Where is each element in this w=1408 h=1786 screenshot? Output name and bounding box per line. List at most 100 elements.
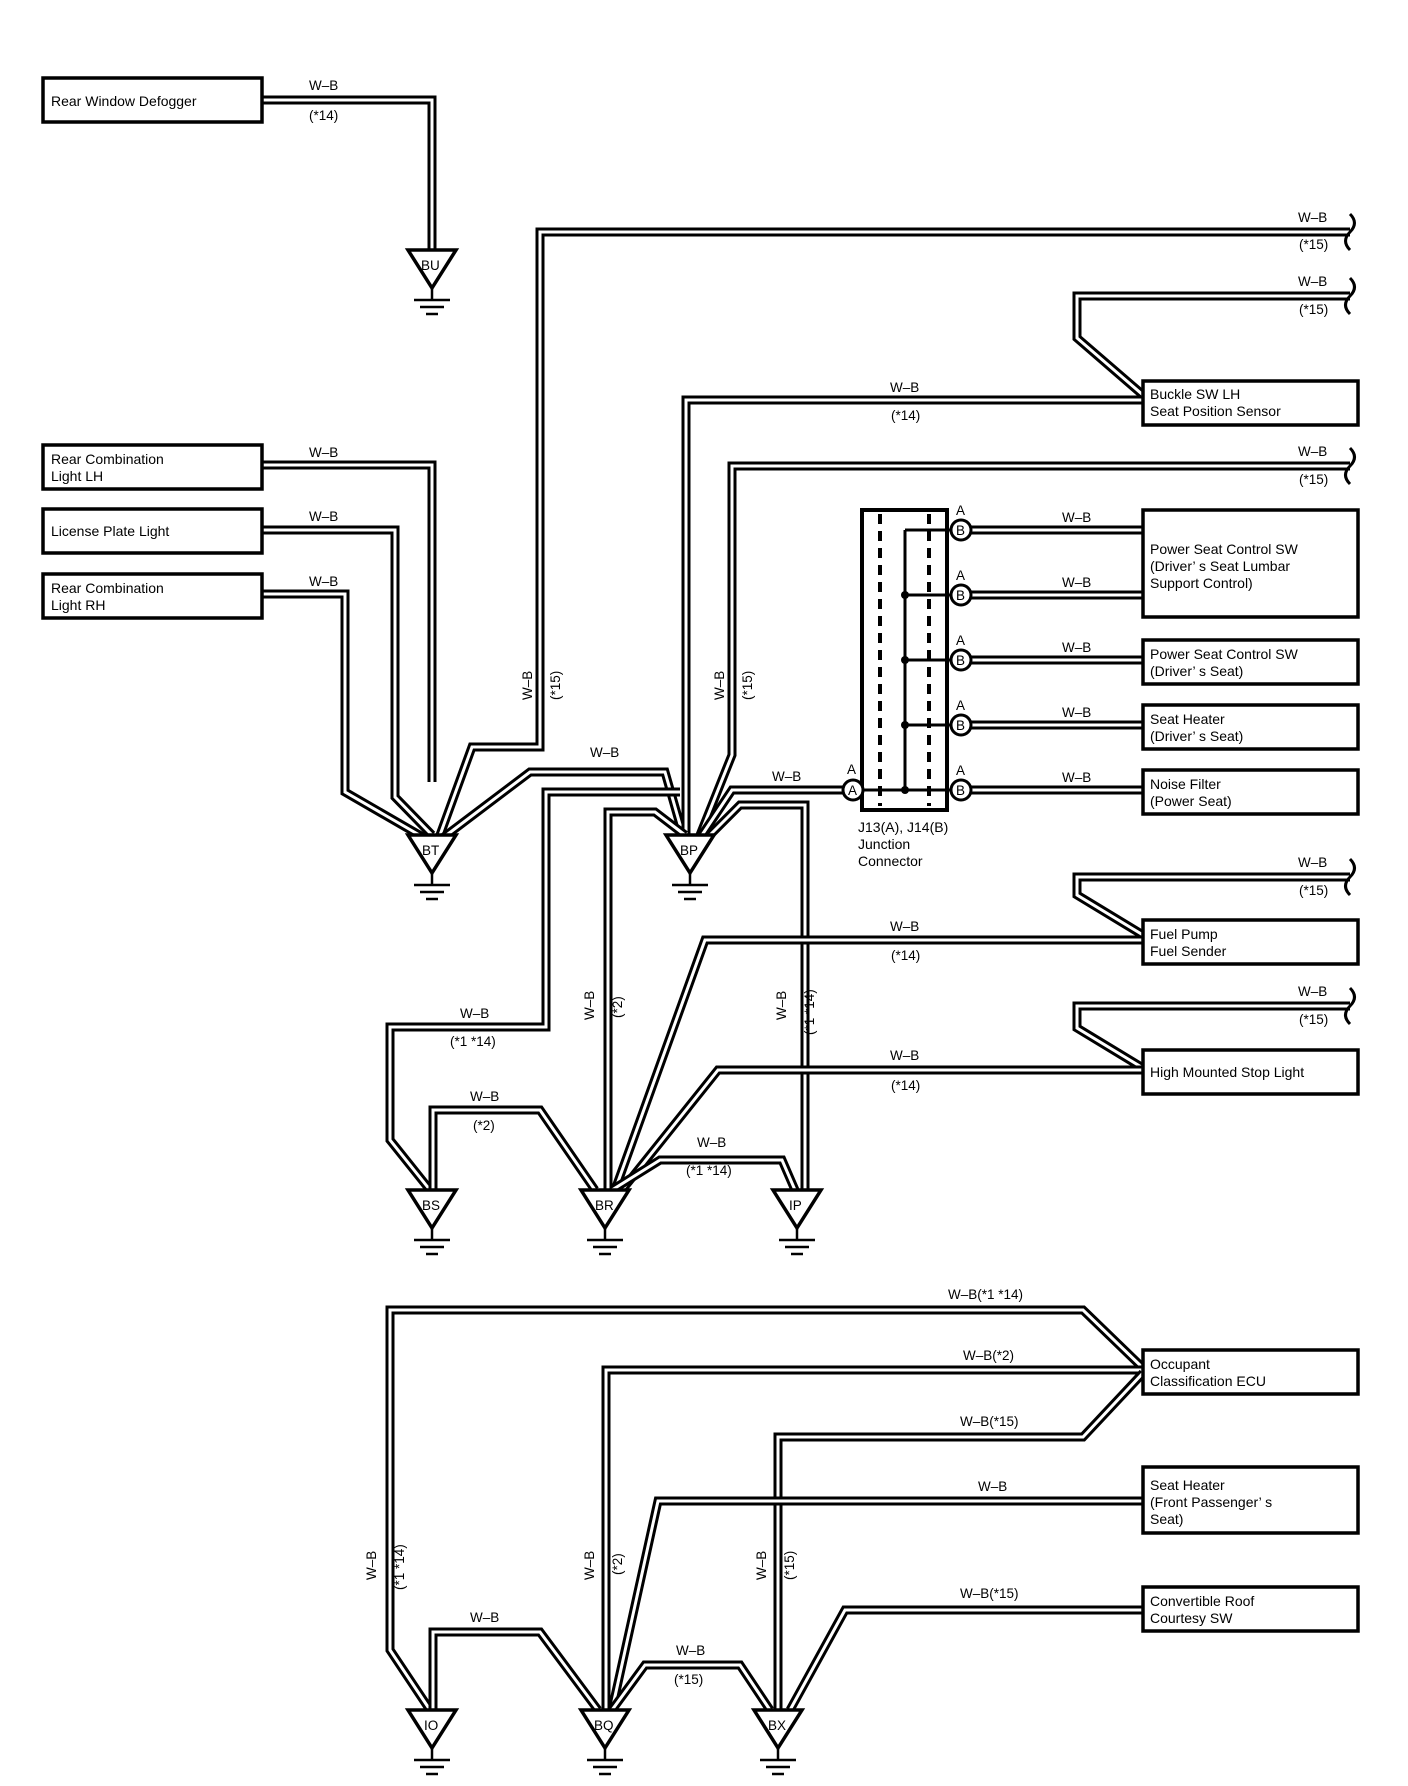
wire-note: (*15) — [548, 671, 563, 700]
junction-connector: A A BA BA BA BA BA J13(A), J14(B) Juncti… — [841, 503, 973, 869]
seat-heater-driver-box: Seat Heater (Driver’ s Seat) — [1141, 703, 1360, 751]
wire-note: (*15) — [674, 1672, 703, 1687]
cut-mark — [1344, 446, 1356, 486]
svg-text:High Mounted Stop Light: High Mounted Stop Light — [1150, 1064, 1304, 1080]
pin-b-4: BA — [949, 698, 973, 737]
wire-label: W–B — [309, 574, 338, 589]
cut-mark — [1344, 276, 1356, 316]
ground-bu-icon: BU — [404, 248, 460, 316]
svg-text:A: A — [956, 568, 965, 583]
wire-labels-vertical: W–B (*15) W–B (*15) W–B (*2) W–B (*1 *14… — [364, 671, 817, 1590]
wire-note: (*1 *14) — [450, 1034, 496, 1049]
wire-label: W–B — [676, 1643, 705, 1658]
wire-label: W–B — [1062, 510, 1091, 525]
svg-text:Seat Position Sensor: Seat Position Sensor — [1150, 403, 1281, 419]
svg-text:Seat): Seat) — [1150, 1511, 1183, 1527]
wire-label: W–B — [890, 1048, 919, 1063]
wire-label: W–B — [520, 671, 535, 700]
wire-label: W–B(*1 *14) — [948, 1287, 1023, 1302]
convertible-roof-sw-box: Convertible Roof Courtesy SW — [1141, 1585, 1360, 1633]
wire-note: (*14) — [891, 408, 920, 423]
svg-text:Seat Heater: Seat Heater — [1150, 711, 1225, 727]
svg-text:Rear Combination: Rear Combination — [51, 451, 164, 467]
svg-text:(Driver’ s Seat): (Driver’ s Seat) — [1150, 663, 1243, 679]
wire-note: (*15) — [1299, 1012, 1328, 1027]
svg-text:IP: IP — [789, 1198, 802, 1213]
svg-text:Power Seat Control SW: Power Seat Control SW — [1150, 646, 1299, 662]
svg-text:A: A — [956, 763, 965, 778]
svg-text:Fuel Sender: Fuel Sender — [1150, 943, 1227, 959]
wire-bt-bp — [437, 767, 688, 844]
svg-text:BP: BP — [680, 843, 698, 858]
svg-text:A: A — [956, 503, 965, 518]
svg-text:B: B — [956, 588, 965, 603]
svg-text:Light LH: Light LH — [51, 468, 103, 484]
wire-note: (*15) — [1299, 883, 1328, 898]
wire-note: (*14) — [309, 108, 338, 123]
wire-label: W–B — [364, 1551, 379, 1580]
wire-note: (*2) — [610, 996, 625, 1018]
svg-text:Classification ECU: Classification ECU — [1150, 1373, 1266, 1389]
svg-text:Convertible Roof: Convertible Roof — [1150, 1593, 1254, 1609]
wire-label: W–B — [1298, 855, 1327, 870]
wire-label: W–B — [754, 1551, 769, 1580]
svg-text:Rear Window Defogger: Rear Window Defogger — [51, 93, 197, 109]
svg-text:A: A — [956, 698, 965, 713]
svg-text:Support Control): Support Control) — [1150, 575, 1253, 591]
wire-label: W–B — [309, 509, 338, 524]
svg-text:A: A — [848, 783, 857, 798]
wire-label: W–B — [1298, 210, 1327, 225]
occupant-ecu-box: Occupant Classification ECU — [1141, 1348, 1360, 1396]
svg-text:BT: BT — [422, 843, 439, 858]
cut-mark — [1344, 857, 1356, 897]
wire-label: W–B — [890, 919, 919, 934]
svg-text:B: B — [956, 718, 965, 733]
rear-combination-light-lh-box: Rear Combination Light LH — [41, 443, 264, 491]
wire-note: (*1 *14) — [392, 1544, 407, 1590]
svg-text:(Driver’ s Seat Lumbar: (Driver’ s Seat Lumbar — [1150, 558, 1290, 574]
svg-text:Buckle SW LH: Buckle SW LH — [1150, 386, 1240, 402]
wire-label: W–B — [470, 1089, 499, 1104]
wire-label: W–B — [470, 1610, 499, 1625]
wire-note: (*14) — [891, 1078, 920, 1093]
high-mounted-stop-light-box: High Mounted Stop Light — [1141, 1048, 1360, 1096]
wire-label: W–B(*2) — [963, 1348, 1014, 1363]
rear-window-defogger-box: Rear Window Defogger — [41, 76, 264, 124]
wire-label: W–B — [978, 1479, 1007, 1494]
fuel-pump-box: Fuel Pump Fuel Sender — [1141, 918, 1360, 966]
pin-a-left: A A — [841, 762, 865, 802]
wire-note: (*15) — [1299, 472, 1328, 487]
wire-label: W–B — [1298, 444, 1327, 459]
wire-fuel-br — [610, 935, 1143, 1192]
noise-filter-box: Noise Filter (Power Seat) — [1141, 768, 1360, 816]
ground-br-icon: BR — [577, 1188, 633, 1256]
wire-label: W–B — [1062, 705, 1091, 720]
ground-points: BU BT BP BS — [404, 248, 825, 1776]
wire-label: W–B — [1062, 575, 1091, 590]
svg-text:License Plate Light: License Plate Light — [51, 523, 169, 539]
svg-text:B: B — [956, 783, 965, 798]
svg-text:Fuel Pump: Fuel Pump — [1150, 926, 1218, 942]
svg-text:Noise Filter: Noise Filter — [1150, 776, 1221, 792]
pin-b-3: BA — [949, 633, 973, 672]
svg-text:A: A — [847, 762, 856, 777]
junction-label-3: Connector — [858, 853, 923, 869]
svg-text:Light RH: Light RH — [51, 597, 105, 613]
wire-label: W–B(*15) — [960, 1586, 1019, 1601]
wire-label: W–B — [309, 445, 338, 460]
wire-labels: W–B (*14) W–B (*15) W–B (*15) W–B (*14) … — [309, 78, 1328, 1687]
svg-text:Courtesy SW: Courtesy SW — [1150, 1610, 1233, 1626]
svg-text:BR: BR — [595, 1198, 614, 1213]
components: Rear Window Defogger Rear Combination Li… — [41, 76, 1360, 1633]
wire-io-bq — [428, 1627, 602, 1713]
cut-mark — [1344, 986, 1356, 1026]
wire-harness — [263, 95, 1350, 1713]
svg-text:B: B — [956, 523, 965, 538]
svg-text:Rear Combination: Rear Combination — [51, 580, 164, 596]
wire-label: W–B — [1298, 984, 1327, 999]
junction-label-2: Junction — [858, 836, 910, 852]
wire-label: W–B — [590, 745, 619, 760]
ground-bs-icon: BS — [404, 1188, 460, 1256]
license-plate-light-box: License Plate Light — [41, 507, 264, 555]
wire-continuation-marks — [1344, 212, 1356, 1026]
